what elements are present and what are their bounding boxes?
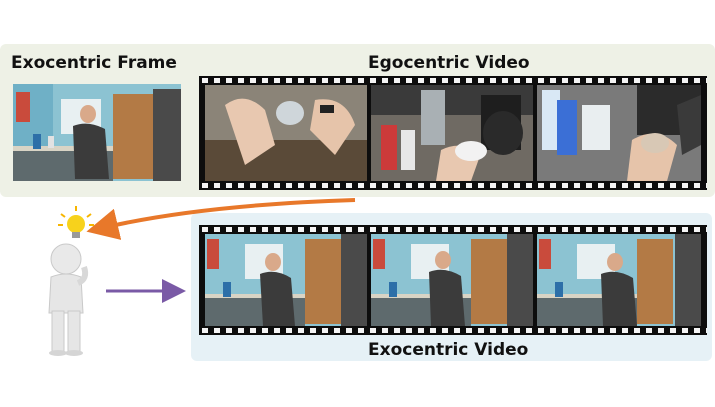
film-perforation xyxy=(199,181,707,190)
exocentric-frame-label: Exocentric Frame xyxy=(11,53,177,73)
film-perforation xyxy=(199,76,707,85)
exo-video-frame-3 xyxy=(537,234,701,326)
ego-frame-1 xyxy=(205,85,367,181)
egocentric-video-label: Egocentric Video xyxy=(368,53,530,73)
exocentric-video-label: Exocentric Video xyxy=(368,340,529,360)
exocentric-filmstrip xyxy=(199,225,707,335)
ego-frame-3 xyxy=(537,85,701,181)
film-perforation xyxy=(199,326,707,335)
egocentric-filmstrip xyxy=(199,76,707,190)
lightbulb-icon xyxy=(57,205,95,243)
thinking-person-icon xyxy=(36,243,102,358)
exo-video-frame-2 xyxy=(371,234,533,326)
exocentric-frame-image xyxy=(13,84,181,181)
exo-video-frame-1 xyxy=(205,234,367,326)
ego-frame-2 xyxy=(371,85,533,181)
film-perforation xyxy=(199,225,707,234)
